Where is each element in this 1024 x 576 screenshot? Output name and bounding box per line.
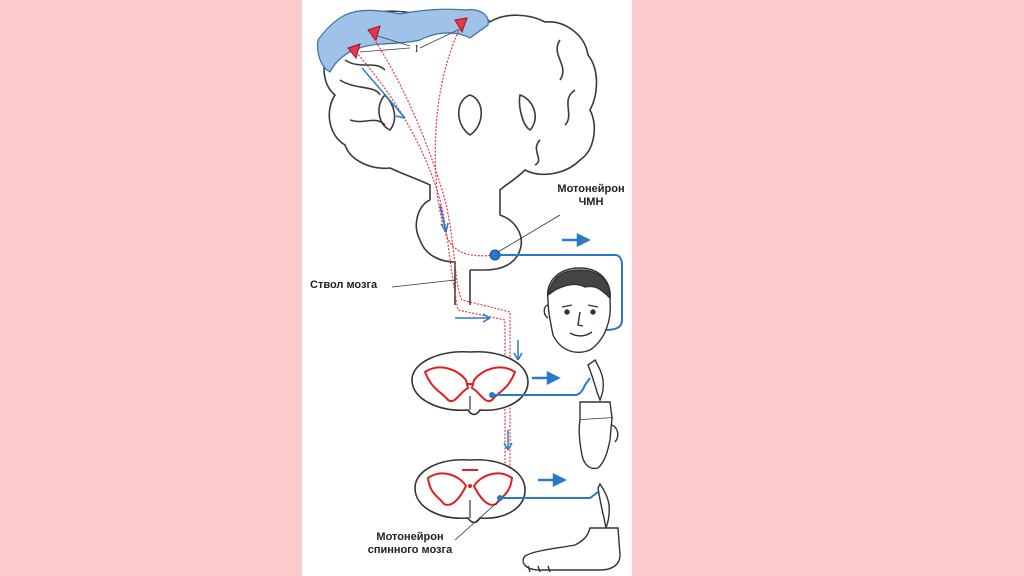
spinal-cord-section-lower [414, 459, 526, 524]
cranial-efferent-fiber [500, 254, 623, 331]
tract-direction-arrows [361, 67, 523, 451]
cranial-output-arrow [562, 232, 591, 248]
cranial-motoneuron-label: Мотонейрон ЧМН [557, 183, 625, 208]
brainstem-leader [391, 279, 456, 288]
upper-motor-neurons [347, 17, 468, 60]
brain-outline [323, 10, 598, 305]
motor-pathway-diagram: I [317, 8, 623, 573]
corticospinal-tract [355, 27, 511, 495]
spinal-cord-section-upper [411, 351, 529, 416]
pyramidal-marker: I [415, 44, 418, 55]
lower-spinal-efferent [500, 491, 599, 499]
upper-spinal-efferent [492, 377, 591, 396]
face-illustration [543, 267, 612, 353]
cranial-motoneuron-leader [497, 214, 561, 253]
foot-illustration [522, 482, 621, 573]
lower-output-arrow [538, 472, 567, 488]
brainstem-label: Ствол мозга [310, 279, 378, 291]
spinal-motoneuron-label: Мотонейрон спинного мозга [367, 531, 453, 556]
upper-output-arrow [532, 370, 561, 386]
hand-illustration [578, 358, 619, 470]
spinal-motoneuron-leader [454, 499, 501, 541]
motor-cortex-region [317, 8, 489, 73]
